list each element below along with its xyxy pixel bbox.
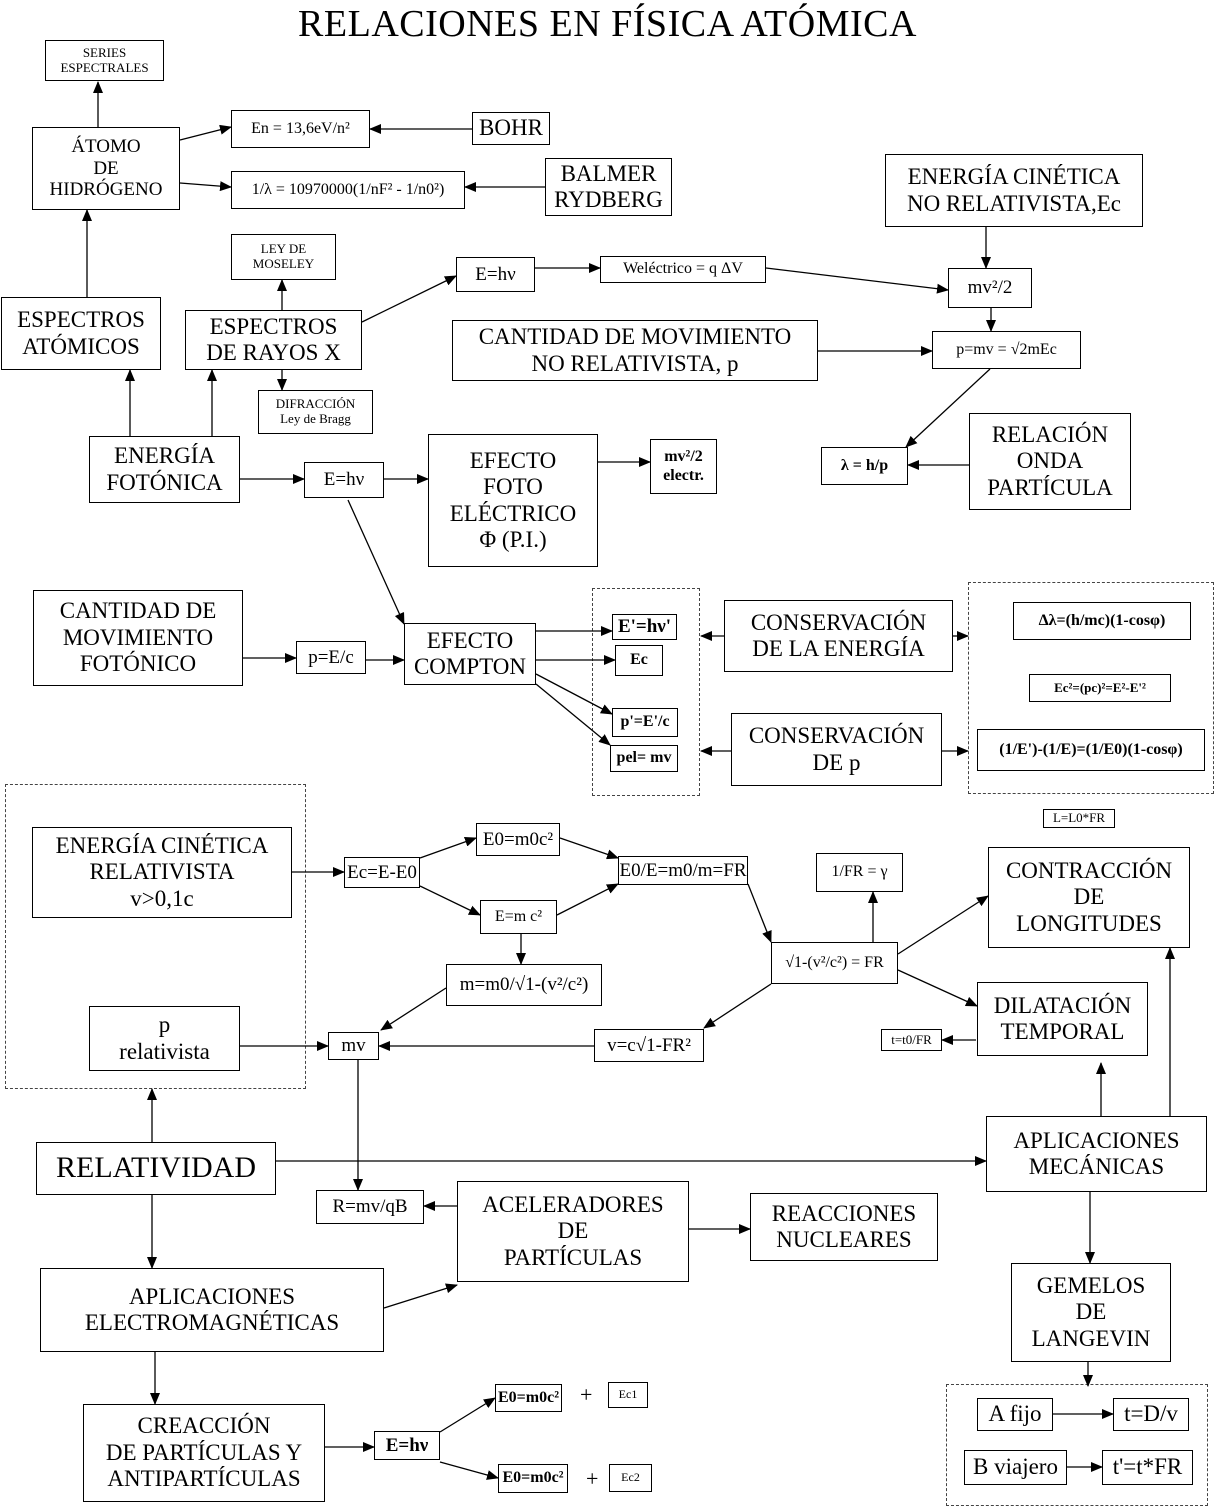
aplicaciones-em-box: APLICACIONES ELECTROMAGNÉTICAS bbox=[40, 1268, 384, 1352]
t-t0-box: t=t0/FR bbox=[881, 1029, 942, 1051]
lambda-h-p-box: λ = h/p bbox=[821, 447, 908, 485]
p-prime-box: p'=E'/c bbox=[612, 708, 678, 737]
espectros-rayos-x-box: ESPECTROS DE RAYOS X bbox=[185, 310, 362, 370]
aceleradores-box: ACELERADORES DE PARTÍCULAS bbox=[457, 1181, 689, 1282]
ec1-box: Ec1 bbox=[608, 1382, 648, 1408]
m-m0-box: m=m0/√1-(v²/c²) bbox=[446, 964, 602, 1006]
aplicaciones-mecanicas-box: APLICACIONES MECÁNICAS bbox=[986, 1116, 1207, 1192]
t-d-v-box: t=D/v bbox=[1113, 1398, 1189, 1431]
mv2-electr-box: mv²/2 electr. bbox=[650, 439, 717, 494]
e-hnu-bottom-box: E=hν bbox=[374, 1431, 440, 1460]
one-fr-gamma-box: 1/FR = γ bbox=[816, 853, 903, 892]
ec-no-relativista-box: ENERGÍA CINÉTICA NO RELATIVISTA,Ec bbox=[885, 154, 1143, 227]
efecto-compton-box: EFECTO COMPTON bbox=[404, 623, 536, 685]
ley-moseley-box: LEY DE MOSELEY bbox=[231, 234, 336, 280]
e-prime-box: E'=hν' bbox=[612, 614, 677, 640]
plus-sign-1: + bbox=[580, 1382, 593, 1407]
reacciones-nucleares-box: REACCIONES NUCLEARES bbox=[750, 1193, 938, 1261]
ec2-box: Ec2 bbox=[609, 1464, 652, 1492]
e0-m0c2-first-box: E0=m0c² bbox=[495, 1384, 562, 1412]
rydberg-formula: 1/λ = 10970000(1/nF² - 1/n0²) bbox=[231, 171, 465, 209]
difraccion-box: DIFRACCIÓN Ley de Bragg bbox=[258, 390, 373, 434]
mv2-2-box: mv²/2 bbox=[948, 268, 1032, 308]
b-viajero-box: B viajero bbox=[964, 1450, 1067, 1485]
relacion-onda-particula-box: RELACIÓN ONDA PARTÍCULA bbox=[969, 413, 1131, 510]
cantidad-mov-fotonico-box: CANTIDAD DE MOVIMIENTO FOTÓNICO bbox=[33, 590, 243, 686]
energia-fotonica-box: ENERGÍA FOTÓNICA bbox=[89, 436, 240, 503]
e0-m0c2-box: E0=m0c² bbox=[476, 823, 560, 856]
balmer-rydberg-box: BALMER RYDBERG bbox=[545, 158, 672, 216]
ec2-pc2-formula: Ec²=(pc)²=E²-E'² bbox=[1029, 674, 1171, 702]
w-electrico-box: Weléctrico = q ΔV bbox=[600, 256, 766, 283]
e0-m0c2-second-box: E0=m0c² bbox=[498, 1464, 568, 1493]
contraccion-longitudes-box: CONTRACCIÓN DE LONGITUDES bbox=[988, 847, 1190, 948]
ec-relativista-box: ENERGÍA CINÉTICA RELATIVISTA v>0,1c bbox=[32, 827, 292, 918]
ec-e-e0-box: Ec=E-E0 bbox=[344, 857, 420, 888]
e0-e-fr-box: E0/E=m0/m=FR bbox=[618, 856, 748, 885]
pel-mv-box: pel= mv bbox=[610, 745, 678, 772]
p-mv-sqrt-box: p=mv = √2mEc bbox=[932, 331, 1081, 369]
r-mv-qb-box: R=mv/qB bbox=[316, 1190, 424, 1224]
twins-group bbox=[946, 1384, 1208, 1506]
series-espectrales-box: SERIES ESPECTRALES bbox=[45, 40, 164, 81]
dilatacion-temporal-box: DILATACIÓN TEMPORAL bbox=[977, 982, 1148, 1056]
conservacion-energia-box: CONSERVACIÓN DE LA ENERGÍA bbox=[724, 600, 953, 672]
e-hnu-top-box: E=hν bbox=[456, 257, 535, 292]
compton-inverse-formula: (1/E')-(1/E)=(1/E0)(1-cosφ) bbox=[977, 729, 1205, 771]
relatividad-box: RELATIVIDAD bbox=[36, 1142, 276, 1195]
page-title: RELACIONES EN FÍSICA ATÓMICA bbox=[298, 3, 917, 45]
atomo-hidrogeno-box: ÁTOMO DE HIDRÓGENO bbox=[32, 127, 180, 210]
e-mc2-box: E=m c² bbox=[480, 900, 557, 934]
compton-results-group bbox=[592, 588, 700, 796]
delta-lambda-formula: Δλ=(h/mc)(1-cosφ) bbox=[1013, 602, 1191, 640]
creaccion-particulas-box: CREACCIÓN DE PARTÍCULAS Y ANTIPARTÍCULAS bbox=[83, 1404, 325, 1502]
t-prime-box: t'=t*FR bbox=[1102, 1450, 1193, 1485]
l-l0-box: L=L0*FR bbox=[1043, 809, 1115, 828]
e-hnu-mid-box: E=hν bbox=[304, 462, 384, 498]
cantidad-mov-no-rel-box: CANTIDAD DE MOVIMIENTO NO RELATIVISTA, p bbox=[452, 320, 818, 381]
ec-box: Ec bbox=[615, 645, 663, 676]
plus-sign-2: + bbox=[586, 1466, 599, 1491]
efecto-fotoelectrico-box: EFECTO FOTO ELÉCTRICO Φ (P.I.) bbox=[428, 434, 598, 567]
gemelos-langevin-box: GEMELOS DE LANGEVIN bbox=[1011, 1263, 1171, 1362]
conservacion-p-box: CONSERVACIÓN DE p bbox=[731, 713, 942, 786]
a-fijo-box: A fijo bbox=[977, 1398, 1053, 1431]
bohr-box: BOHR bbox=[472, 112, 550, 145]
p-e-c-box: p=E/c bbox=[296, 641, 366, 674]
mv-box: mv bbox=[328, 1032, 379, 1060]
sqrt-fr-box: √1-(v²/c²) = FR bbox=[771, 942, 898, 984]
espectros-atomicos-box: ESPECTROS ATÓMICOS bbox=[1, 297, 161, 370]
bohr-energy-formula: En = 13,6eV/n² bbox=[231, 110, 370, 148]
compton-equations-group bbox=[968, 582, 1214, 794]
v-c-sqrt-box: v=c√1-FR² bbox=[594, 1029, 704, 1062]
p-relativista-box: p relativista bbox=[89, 1006, 240, 1071]
